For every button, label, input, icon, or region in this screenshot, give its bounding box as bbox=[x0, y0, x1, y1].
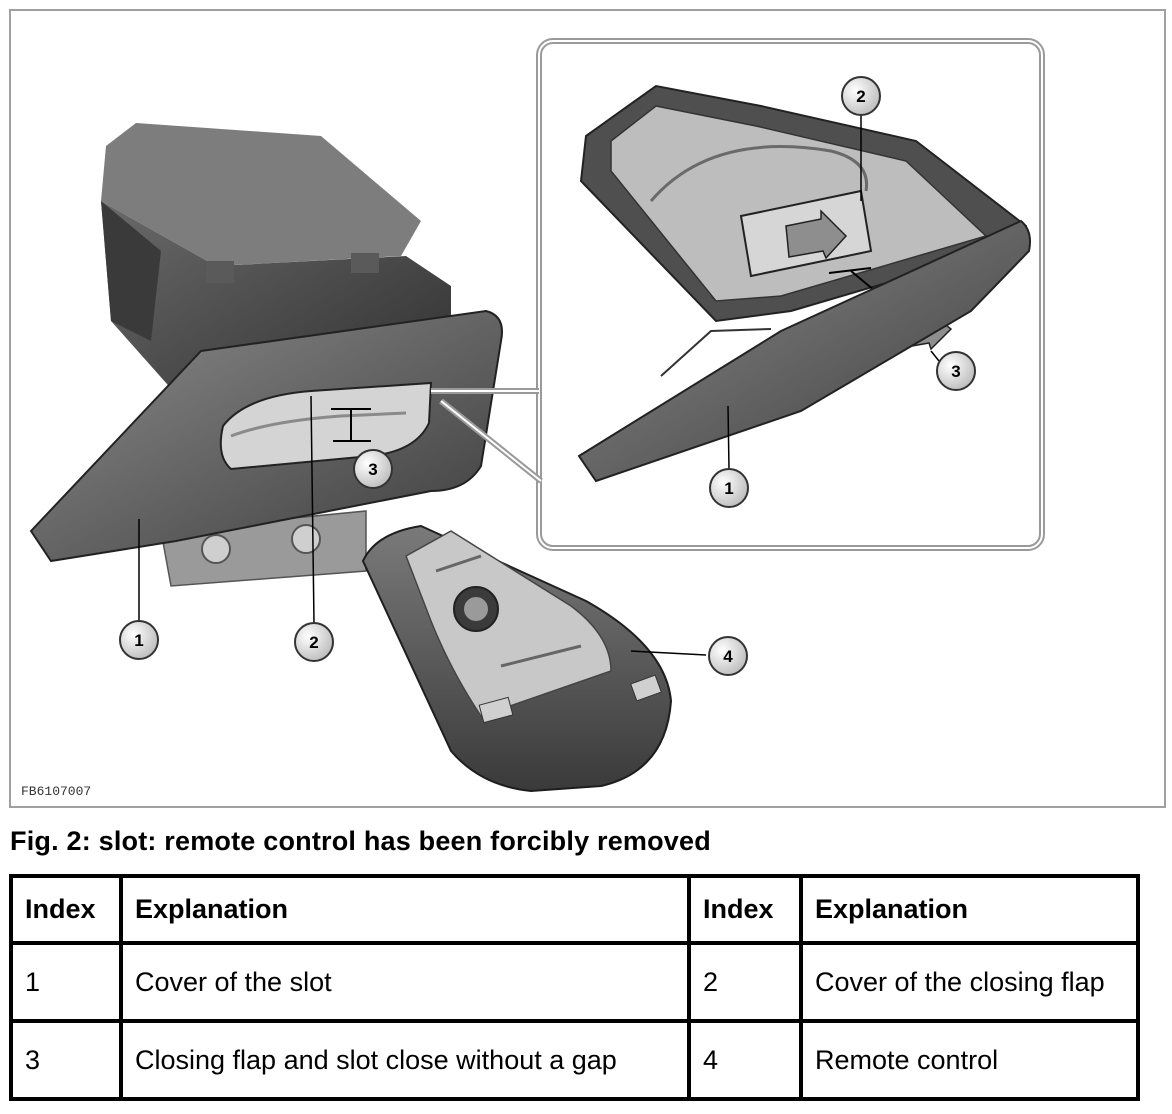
header-index-1: Index bbox=[9, 874, 123, 945]
leader-lines bbox=[138, 116, 940, 656]
table-header-row: Index Explanation Index Explanation bbox=[9, 874, 1140, 945]
callout-main-3: 3 bbox=[353, 449, 393, 489]
table-cell: 3 bbox=[9, 1019, 123, 1101]
inset-slot-detail bbox=[577, 84, 1031, 483]
table-cell: Closing flap and slot close without a ga… bbox=[119, 1019, 691, 1101]
illustration-svg: 1 2 3 4 1 2 3 FB6107007 bbox=[21, 38, 1045, 799]
table-row: 1 Cover of the slot 2 Cover of the closi… bbox=[9, 941, 1140, 1023]
header-index-2: Index bbox=[687, 874, 803, 945]
figure-caption: Fig. 2: slot: remote control has been fo… bbox=[10, 826, 711, 856]
table-cell: Remote control bbox=[799, 1019, 1140, 1101]
svg-text:2: 2 bbox=[309, 633, 318, 652]
figure-code: FB6107007 bbox=[21, 784, 91, 799]
svg-text:2: 2 bbox=[856, 87, 865, 106]
svg-text:1: 1 bbox=[724, 479, 733, 498]
svg-text:4: 4 bbox=[723, 647, 733, 666]
header-explanation-1: Explanation bbox=[119, 874, 691, 945]
callout-inset-2: 2 bbox=[841, 76, 881, 116]
remote-control-key bbox=[361, 524, 673, 793]
callout-main-4: 4 bbox=[708, 636, 748, 676]
svg-text:3: 3 bbox=[951, 362, 960, 381]
header-explanation-2: Explanation bbox=[799, 874, 1140, 945]
svg-text:1: 1 bbox=[134, 631, 143, 650]
table-cell: Cover of the slot bbox=[119, 941, 691, 1023]
svg-text:3: 3 bbox=[368, 460, 377, 479]
legend-table: Index Explanation Index Explanation 1 Co… bbox=[9, 874, 1140, 1101]
table-row: 3 Closing flap and slot close without a … bbox=[9, 1019, 1140, 1101]
callout-inset-1: 1 bbox=[709, 468, 749, 508]
table-cell: 1 bbox=[9, 941, 123, 1023]
table-cell: 4 bbox=[687, 1019, 803, 1101]
technical-illustration: 1 2 3 4 1 2 3 FB6107007 bbox=[9, 9, 1166, 808]
callout-main-1: 1 bbox=[119, 620, 159, 660]
table-cell: 2 bbox=[687, 941, 803, 1023]
callout-inset-3: 3 bbox=[936, 351, 976, 391]
table-cell: Cover of the closing flap bbox=[799, 941, 1140, 1023]
slot-unit bbox=[29, 123, 503, 587]
callout-main-2: 2 bbox=[294, 622, 334, 662]
